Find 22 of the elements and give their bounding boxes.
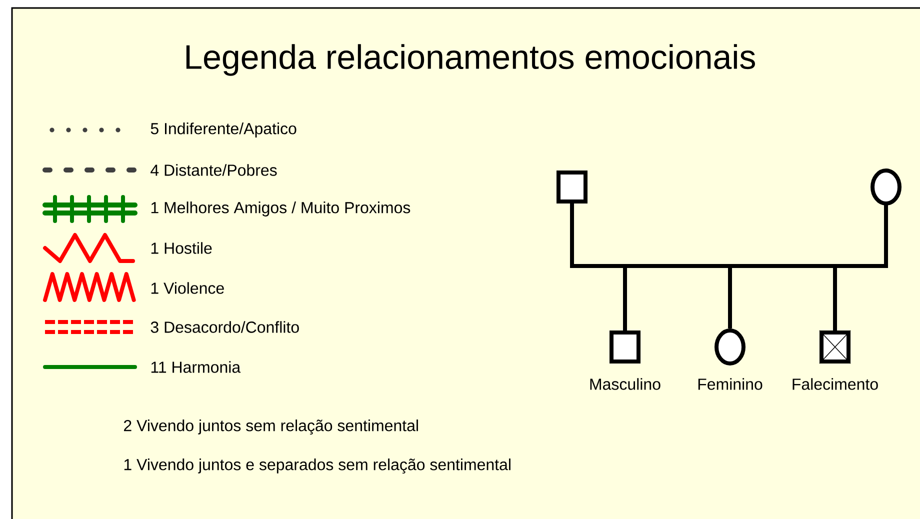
symbol-caption: Masculino: [590, 378, 660, 390]
square-symbol: [610, 330, 640, 364]
symbol-caption: Feminino: [698, 378, 762, 390]
connector-line: [623, 266, 627, 330]
title: Legenda relacionamentos emocionais: [186, 44, 755, 76]
legend-text: 3 Desacordo/Conflito: [150, 321, 299, 333]
legend-text: 1 Violence: [151, 282, 224, 294]
legend-text: 1 Melhores Amigos / Muito Proximos: [151, 202, 410, 216]
circle-symbol: [714, 328, 746, 366]
connector-line: [570, 202, 888, 268]
crossed-square-symbol: [819, 330, 851, 364]
circle-symbol: [870, 168, 902, 206]
note-text: 2 Vivendo juntos sem relação sentimental: [124, 420, 418, 434]
legend-text: 1 Hostile: [151, 242, 212, 254]
legend-text: 11 Harmonia: [151, 361, 241, 373]
square-symbol: [556, 170, 588, 204]
connector-line: [728, 266, 732, 328]
note-text: 1 Vivendo juntos e separados sem relação sentimental: [124, 458, 510, 474]
connector-line: [833, 266, 837, 330]
legend-text: 5 Indiferente/Apatico: [150, 122, 296, 138]
legend-text: 4 Distante/Pobres: [150, 164, 277, 176]
symbol-caption: Falecimento: [792, 378, 878, 390]
